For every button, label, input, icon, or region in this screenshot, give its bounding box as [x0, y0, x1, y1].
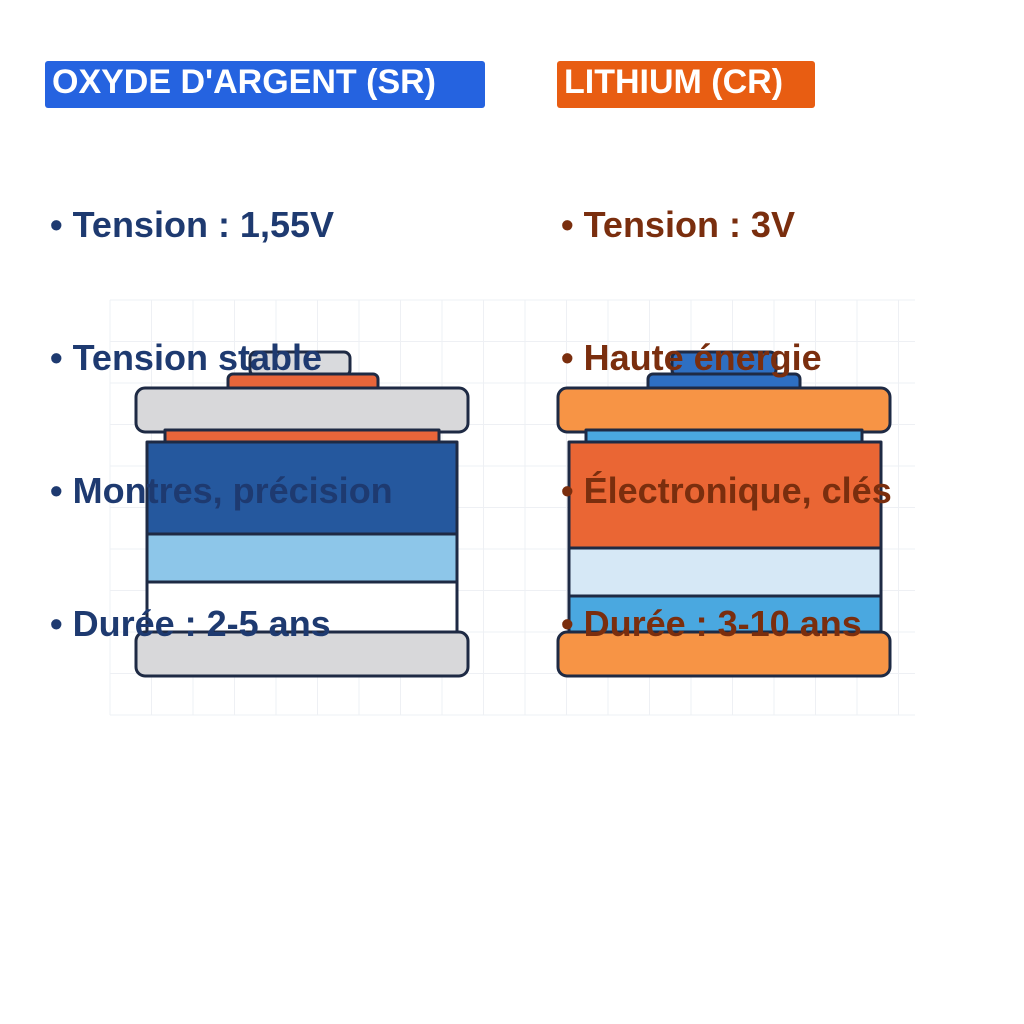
cr-bullet-voltage: • Tension : 3V	[561, 204, 795, 245]
cr-bullet-energy: • Haute énergie	[561, 337, 822, 378]
lithium-title-badge: LITHIUM (CR)	[557, 61, 815, 108]
sr-bullet-usage: • Montres, précision	[50, 470, 393, 511]
sr-bullet-voltage: • Tension : 1,55V	[50, 204, 335, 245]
cr-bullet-lifetime: • Durée : 3-10 ans	[561, 603, 862, 644]
silver-oxide-battery-icon	[134, 350, 470, 678]
lithium-battery-icon	[556, 350, 892, 678]
sr-bullet-lifetime: • Durée : 2-5 ans	[50, 603, 331, 644]
silver-oxide-title-badge: OXYDE D'ARGENT (SR)	[45, 61, 485, 108]
cr-bullet-usage: • Électronique, clés	[561, 470, 892, 511]
sr-bullet-stability: • Tension stable	[50, 337, 322, 378]
